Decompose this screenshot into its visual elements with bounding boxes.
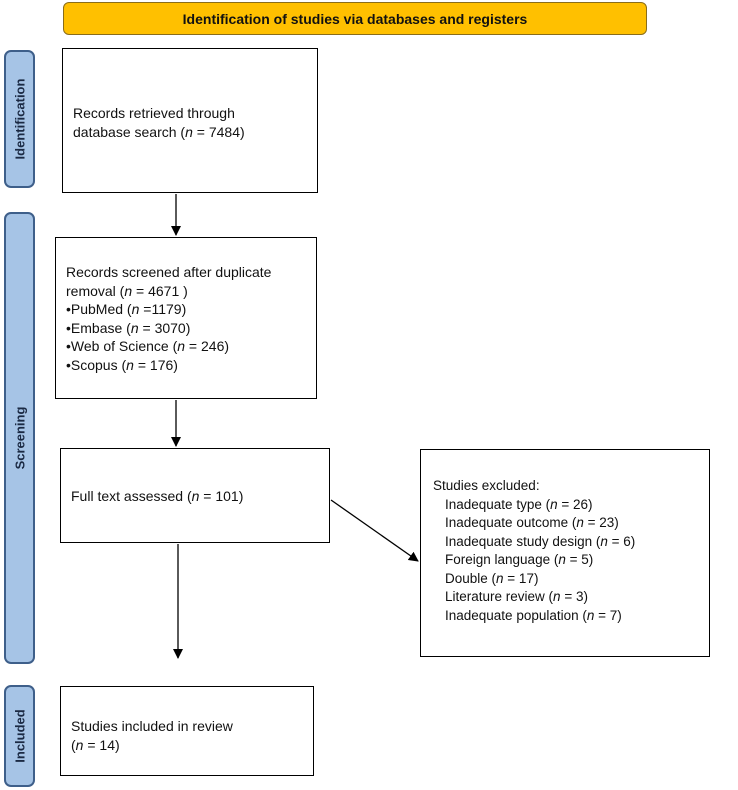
records-retrieved-line1: Records retrieved through <box>73 105 235 121</box>
excluded-item: Double (n = 17) <box>445 570 539 586</box>
included-line1: Studies included in review <box>71 718 233 734</box>
records-retrieved-line2: database search (n = 7484) <box>73 123 245 140</box>
header-banner: Identification of studies via databases … <box>63 2 647 35</box>
included-line2: (n = 14) <box>71 736 120 753</box>
arrow-fulltext-to-excluded <box>330 499 419 562</box>
excluded-item: Foreign language (n = 5) <box>445 552 594 567</box>
excluded-title: Studies excluded: <box>433 478 540 493</box>
excluded-item: Inadequate study design (n = 6) <box>445 533 636 549</box>
phase-screening: Screening <box>4 212 35 664</box>
records-retrieved-box: Records retrieved through database searc… <box>62 48 318 193</box>
header-title: Identification of studies via databases … <box>182 10 528 27</box>
source-web-of-science: •Web of Science (n = 246) <box>66 338 230 354</box>
phase-included: Included <box>4 685 35 787</box>
studies-excluded-box: Studies excluded: Inadequate type (n = 2… <box>420 449 710 657</box>
excluded-item: Literature review (n = 3) <box>445 589 588 604</box>
source-embase: •Embase (n = 3070) <box>66 319 191 336</box>
source-pubmed: •PubMed (n =1179) <box>66 301 187 317</box>
excluded-item: Inadequate outcome (n = 23) <box>445 515 619 530</box>
studies-included-box: Studies included in review (n = 14) <box>60 686 314 776</box>
records-screened-line1: Records screened after duplicate <box>66 264 272 280</box>
source-scopus: •Scopus (n = 176) <box>66 356 178 373</box>
phase-identification: Identification <box>4 50 35 188</box>
excluded-item: Inadequate type (n = 26) <box>445 496 593 512</box>
full-text-box: Full text assessed (n = 101) <box>60 448 330 543</box>
records-screened-line2: removal (n = 4671 ) <box>66 282 188 299</box>
excluded-item: Inadequate population (n = 7) <box>445 607 622 623</box>
records-screened-box: Records screened after duplicate removal… <box>55 237 317 399</box>
full-text-label: Full text assessed (n = 101) <box>71 488 244 504</box>
